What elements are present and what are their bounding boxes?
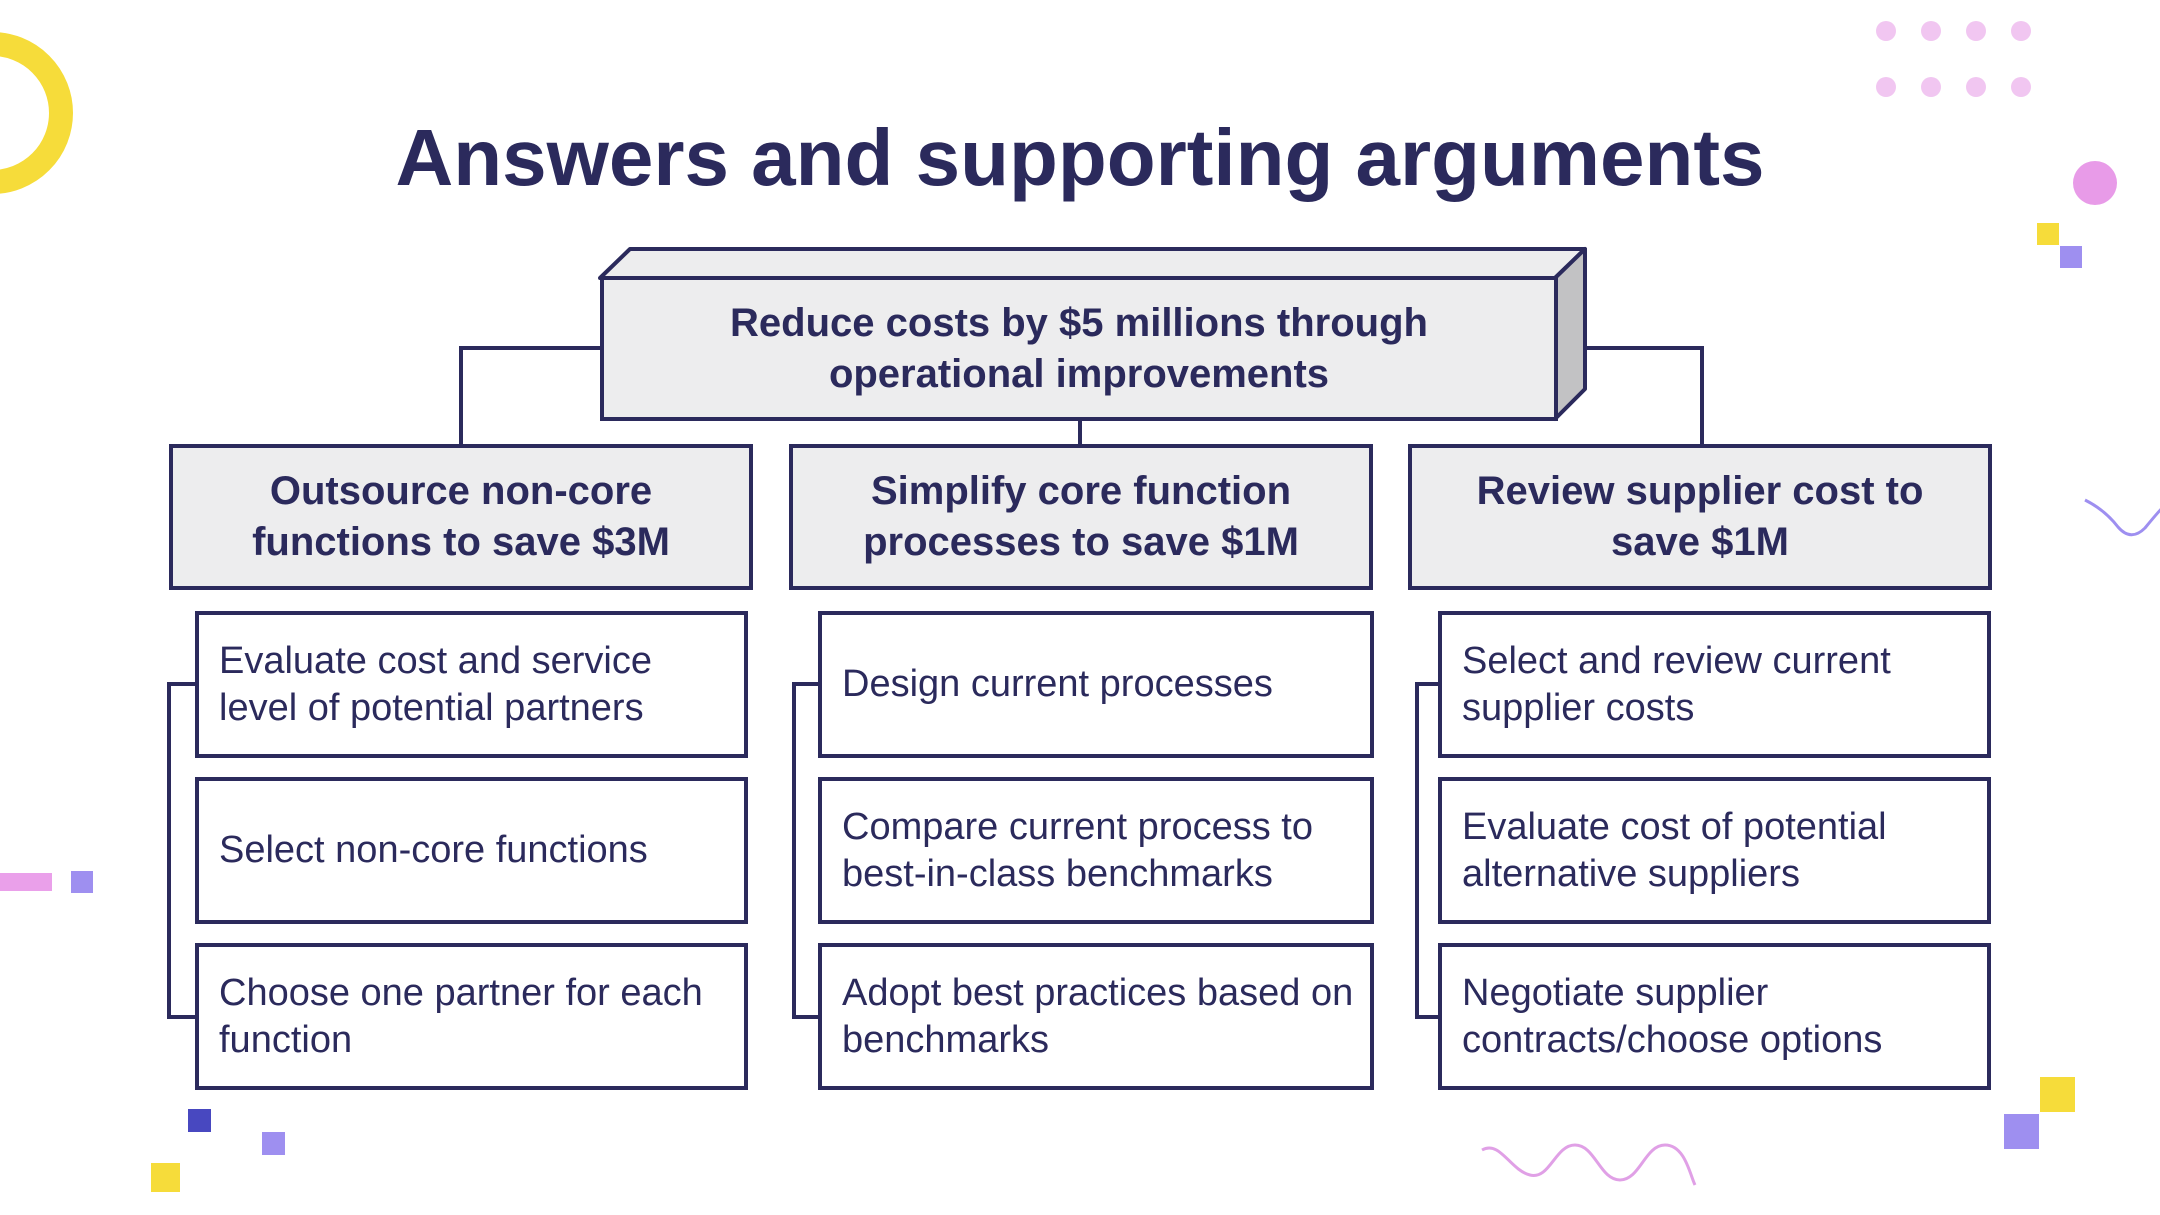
branch-2-item-2-box: Compare current process to best-in-class… (818, 777, 1374, 924)
pink-wave-decoration (1481, 1143, 1697, 1186)
branch-1-label: Outsource non-core functions to save $3M (252, 469, 670, 564)
root-goal-label: Reduce costs by $5 millions through oper… (730, 300, 1428, 396)
branch-3-label: Review supplier cost to save $1M (1476, 469, 1924, 564)
branch-2-item-2-label: Compare current process to best-in-class… (842, 805, 1313, 895)
indigo-square-decoration (188, 1109, 211, 1132)
branch-2-label: Simplify core function processes to save… (863, 469, 1299, 564)
pink-dot-grid-decoration (1876, 21, 2031, 97)
root-goal-box: Reduce costs by $5 millions through oper… (600, 276, 1558, 421)
branch-3-item-1-label: Select and review current supplier costs (1462, 639, 1891, 729)
branch-3-item-3-label: Negotiate supplier contracts/choose opti… (1462, 971, 1883, 1061)
branch-3-box: Review supplier cost to save $1M (1408, 444, 1992, 590)
branch-2-item-1-box: Design current processes (818, 611, 1374, 758)
bracket-branch-1 (167, 682, 196, 1019)
lilac-wave-decoration (2084, 498, 2160, 537)
branch-1-box: Outsource non-core functions to save $3M (169, 444, 753, 590)
branch-2-item-3-label: Adopt best practices based on benchmarks (842, 971, 1354, 1061)
lilac-square-left-decoration (71, 871, 93, 893)
yellow-square-right-decoration (2040, 1077, 2075, 1112)
branch-1-item-1-label: Evaluate cost and service level of poten… (219, 639, 653, 729)
branch-1-item-2-box: Select non-core functions (195, 777, 748, 924)
pink-circle-decoration (2073, 161, 2117, 205)
yellow-square-bottom-decoration (151, 1163, 180, 1192)
branch-2-item-1-label: Design current processes (842, 663, 1273, 705)
lilac-square-decoration (2060, 246, 2082, 268)
yellow-ring-decoration (0, 32, 73, 194)
pink-bar-decoration (0, 873, 52, 891)
branch-1-item-1-box: Evaluate cost and service level of poten… (195, 611, 748, 758)
branch-2-box: Simplify core function processes to save… (789, 444, 1373, 590)
lilac-square-bottom-decoration (262, 1132, 285, 1155)
branch-1-item-3-label: Choose one partner for each function (219, 971, 703, 1061)
connector-root-branch-1 (459, 346, 600, 444)
yellow-square-decoration (2037, 223, 2059, 245)
branch-3-item-2-box: Evaluate cost of potential alternative s… (1438, 777, 1991, 924)
branch-3-item-3-box: Negotiate supplier contracts/choose opti… (1438, 943, 1991, 1090)
branch-3-item-2-label: Evaluate cost of potential alternative s… (1462, 805, 1887, 895)
root-box-top-face (598, 247, 1587, 280)
bracket-branch-3 (1415, 682, 1439, 1019)
lilac-square-right-decoration (2004, 1114, 2039, 1149)
branch-3-item-1-box: Select and review current supplier costs (1438, 611, 1991, 758)
connector-root-branch-3 (1582, 346, 1704, 444)
branch-1-item-2-label: Select non-core functions (219, 829, 648, 871)
branch-2-item-3-box: Adopt best practices based on benchmarks (818, 943, 1374, 1090)
root-box-side-face (1553, 247, 1587, 421)
branch-1-item-3-box: Choose one partner for each function (195, 943, 748, 1090)
page-title: Answers and supporting arguments (395, 113, 1765, 202)
bracket-branch-2 (792, 682, 819, 1019)
